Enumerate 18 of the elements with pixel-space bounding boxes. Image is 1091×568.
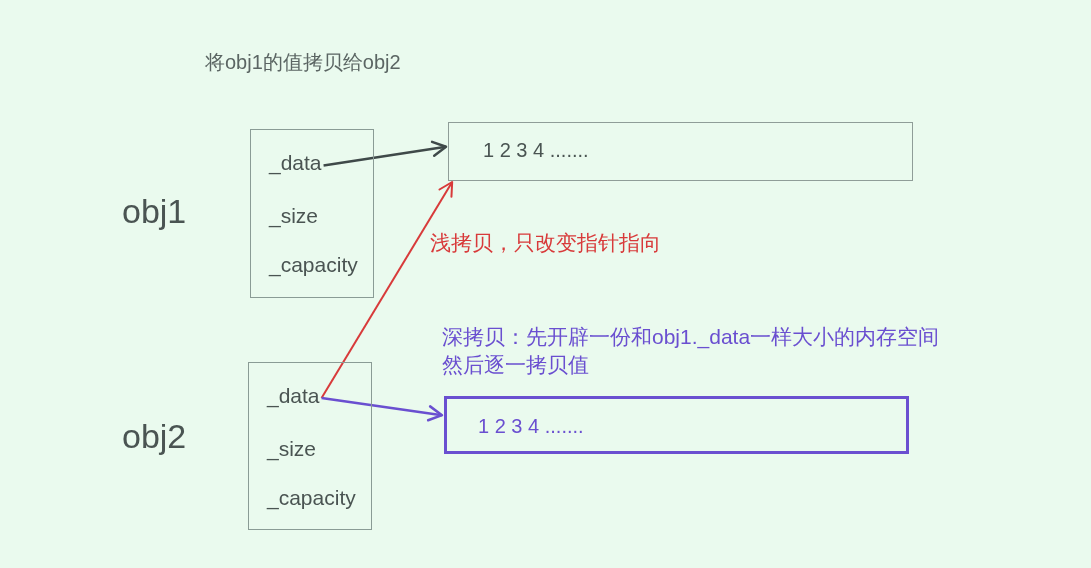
arrow xyxy=(320,181,454,399)
member-name: _size xyxy=(269,203,319,228)
member-name: _capacity xyxy=(269,252,358,277)
arrow xyxy=(323,140,448,167)
edge-label: 浅拷贝，只改变指针指向 xyxy=(430,230,662,256)
member-name: _data xyxy=(267,383,320,408)
struct-box xyxy=(250,129,374,298)
title: 将obj1的值拷贝给obj2 xyxy=(205,50,401,74)
variable-name: obj2 xyxy=(122,416,187,457)
memory-box: 1 2 3 4 ....... xyxy=(444,396,909,454)
variable-name: obj1 xyxy=(122,191,187,232)
edge-label: 深拷贝：先开辟一份和obj1._data一样大小的内存空间然后逐一拷贝值 xyxy=(442,324,941,378)
struct-box xyxy=(248,362,372,530)
memory-box: 1 2 3 4 ....... xyxy=(448,122,913,181)
member-name: _size xyxy=(267,436,317,461)
member-name: _data xyxy=(269,150,322,175)
member-name: _capacity xyxy=(267,485,356,510)
arrow xyxy=(321,396,444,422)
